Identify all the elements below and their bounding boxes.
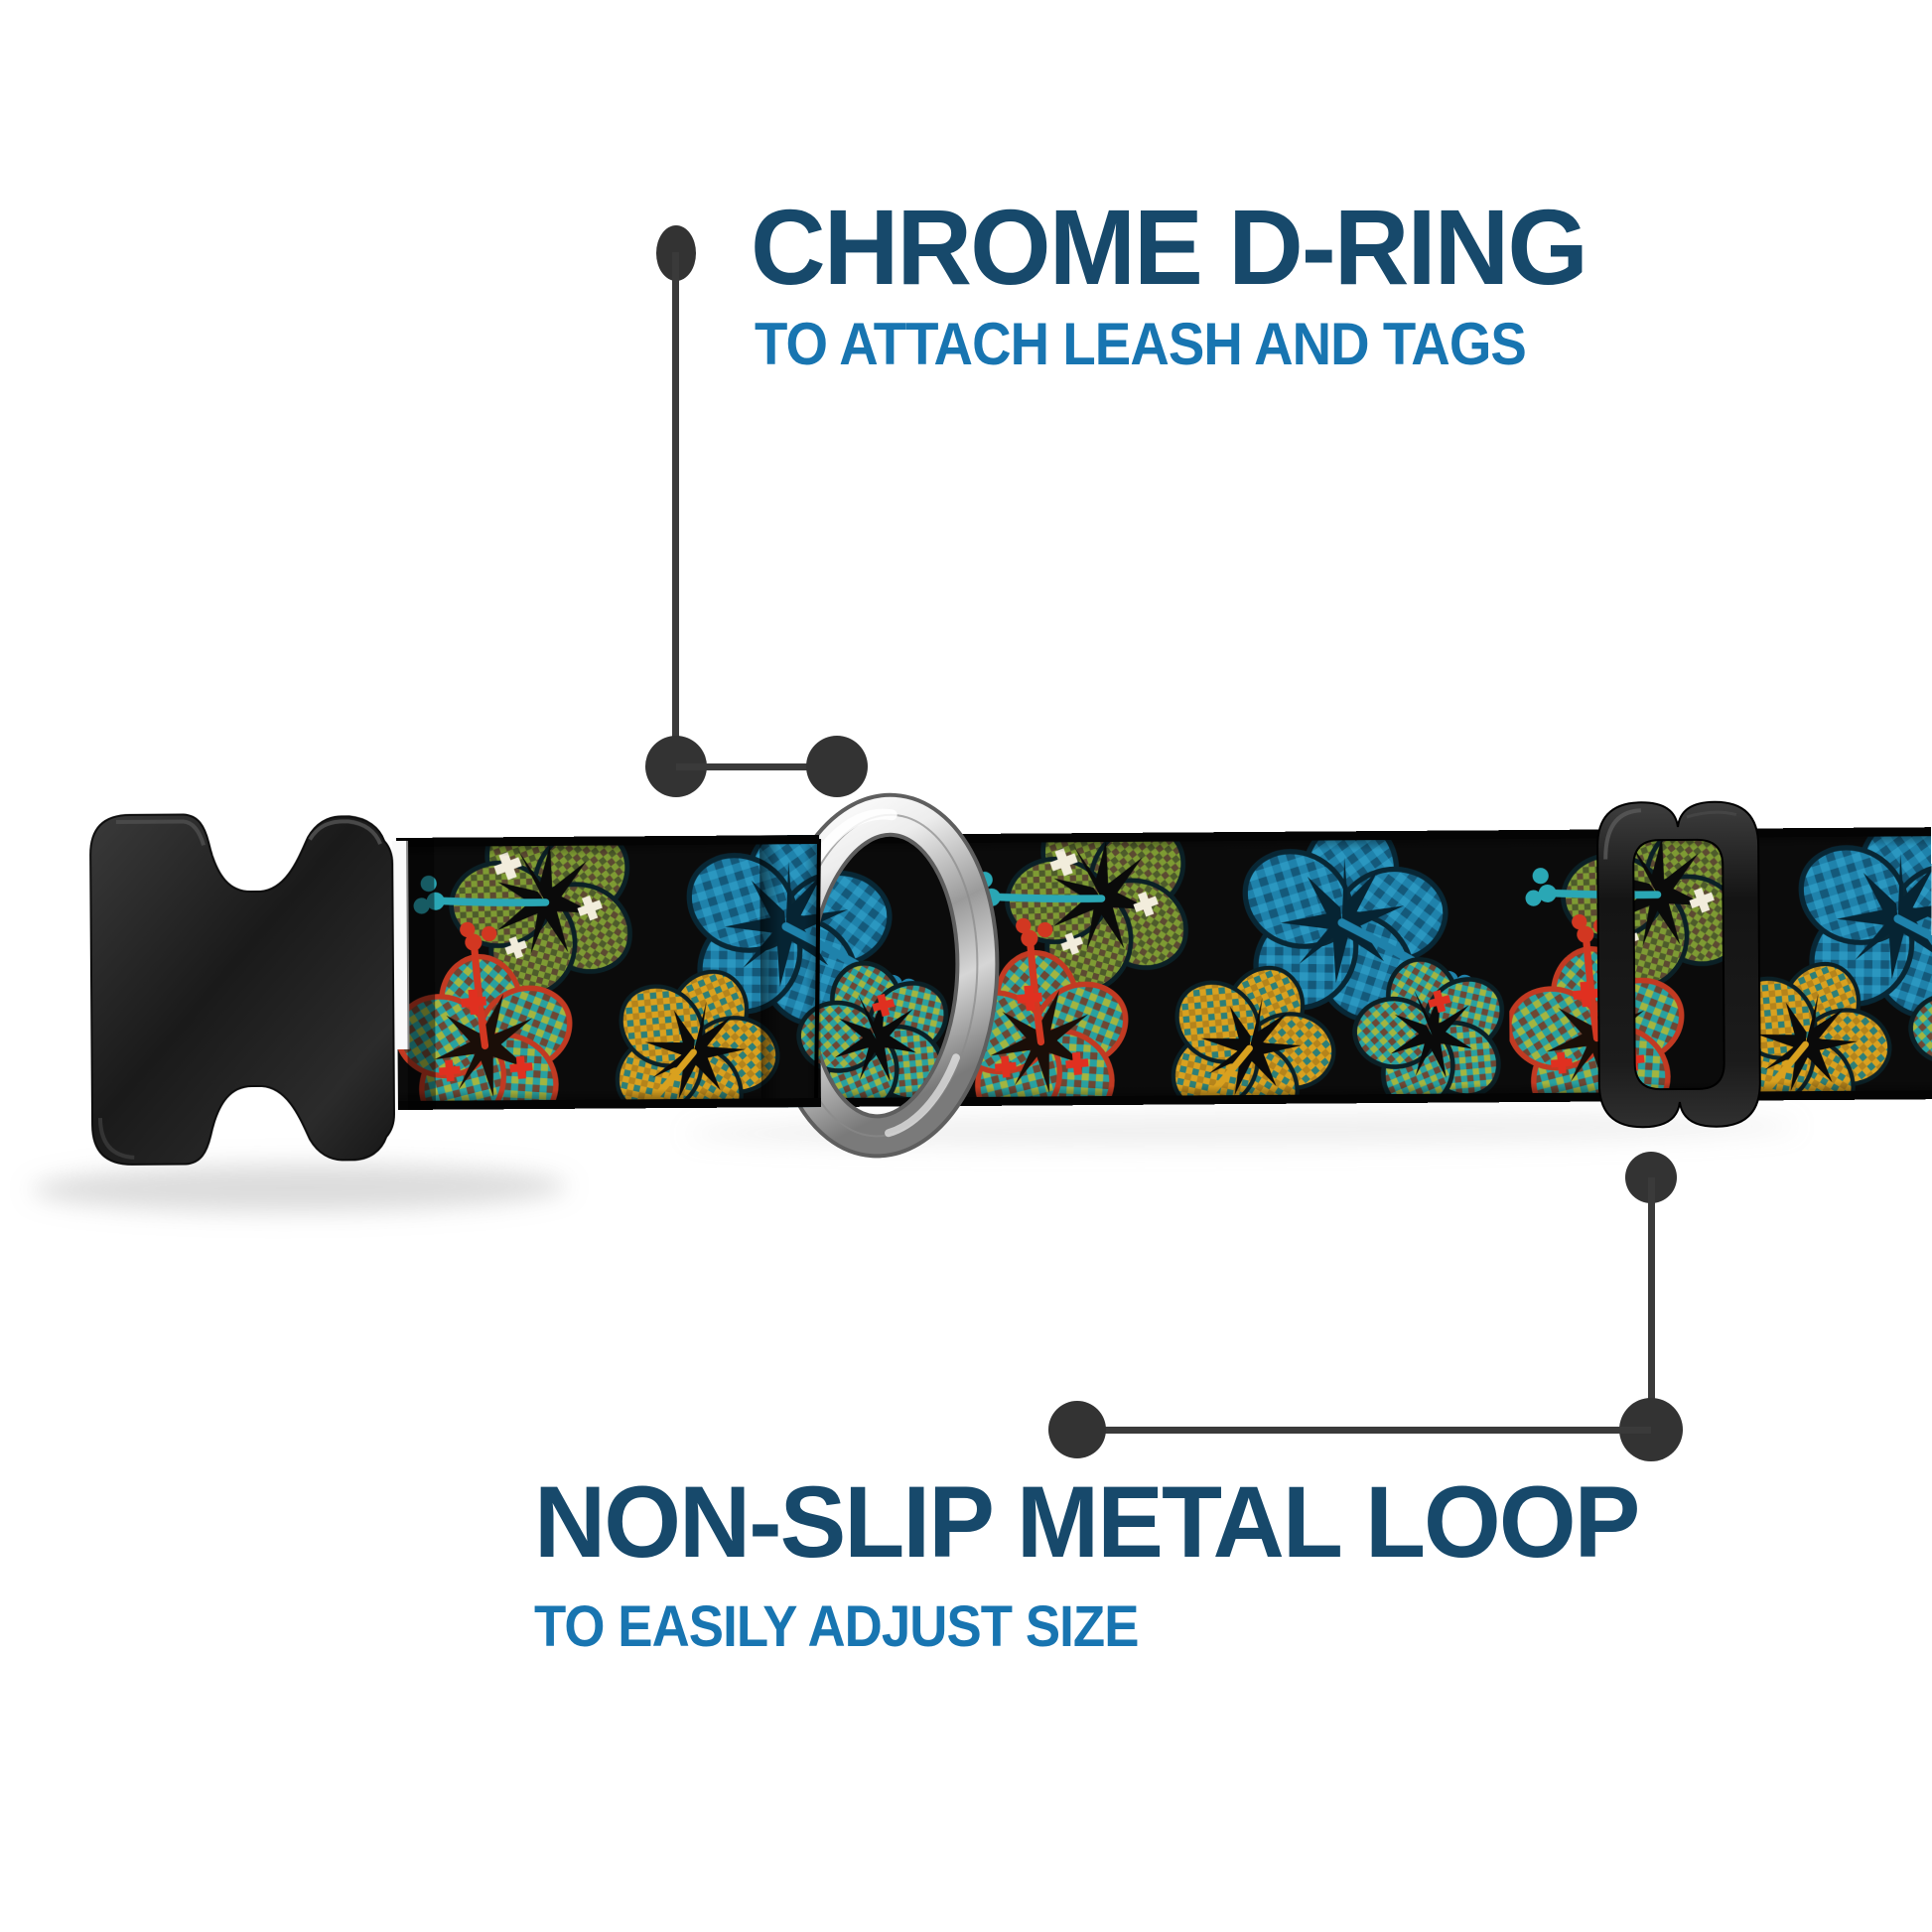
bottom-callout-heading: NON-SLIP METAL LOOP bbox=[534, 1465, 1640, 1579]
collar-shadow bbox=[31, 1113, 1799, 1212]
callout-horizontal-line bbox=[676, 763, 837, 770]
callout-end-dot bbox=[1048, 1401, 1106, 1458]
top-callout-heading: CHROME D-RING bbox=[751, 187, 1588, 307]
callout-end-dot bbox=[806, 736, 868, 797]
callout-vertical-line bbox=[672, 252, 679, 768]
slider-loop bbox=[1596, 800, 1761, 1129]
bottom-callout-subheading: TO EASILY ADJUST SIZE bbox=[534, 1594, 1139, 1659]
buckle bbox=[89, 813, 436, 1166]
callout-vertical-line bbox=[1648, 1177, 1655, 1432]
top-callout-subheading: TO ATTACH LEASH AND TAGS bbox=[755, 311, 1527, 377]
webbing-fold bbox=[759, 835, 822, 1108]
callout-horizontal-line bbox=[1077, 1427, 1651, 1434]
patterned-webbing bbox=[396, 827, 1932, 1110]
